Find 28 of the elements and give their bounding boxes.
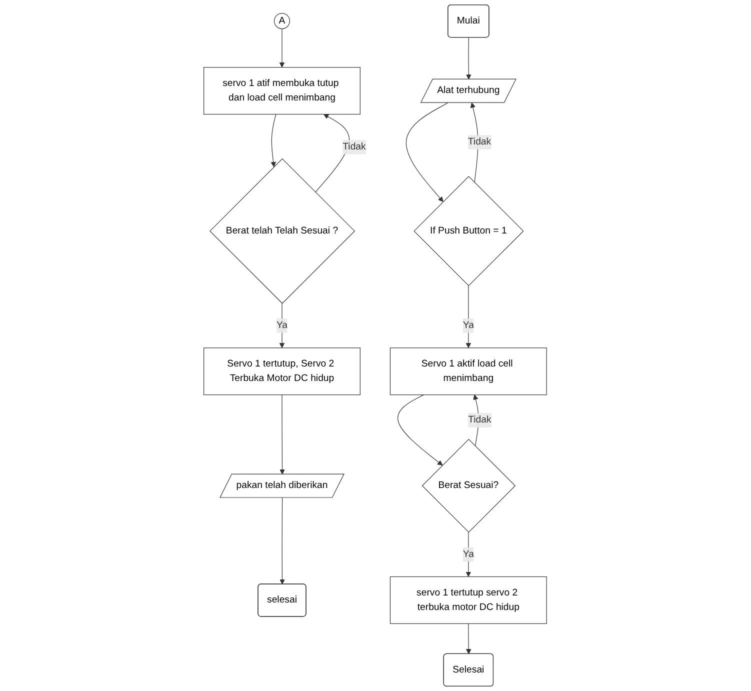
edge-label: Ya [463,320,474,330]
edge-label: Tidak [468,136,492,148]
node-box: servo 1 atif membuka tutup dan load cell menimbang [204,67,361,115]
edge-label: Tidak [342,142,366,152]
node-box: Servo 1 aktif load cell menimbang [390,348,548,396]
node-circle: A [274,13,290,30]
arrow [280,303,285,348]
node-box: Servo 1 tertutup, Servo 2 Terbuka Motor DC hidup [204,348,361,396]
edge-label: Ya [276,320,288,330]
arrow [466,37,472,80]
arrow [406,102,448,202]
arrow [315,114,350,193]
arrow [271,114,277,168]
arrow [466,532,472,577]
node-diamond: If Push Button = 1 [414,176,524,286]
arrow [466,285,472,348]
arrow [398,394,443,466]
arrow [280,28,285,68]
arrow [280,498,286,584]
node-diamond: Berat Sesuai? [422,438,516,533]
arrow [473,394,480,446]
arrow [280,394,286,475]
edge-label: Ya [463,549,474,560]
node-diamond: Berat telah Telah Sesuai ? [210,158,356,304]
node-box: servo 1 tertutup servo 2 terbuka motor DC hidup [390,576,548,624]
arrow [466,623,472,654]
arrow [470,102,479,183]
edge-label: Tidak [468,414,492,426]
